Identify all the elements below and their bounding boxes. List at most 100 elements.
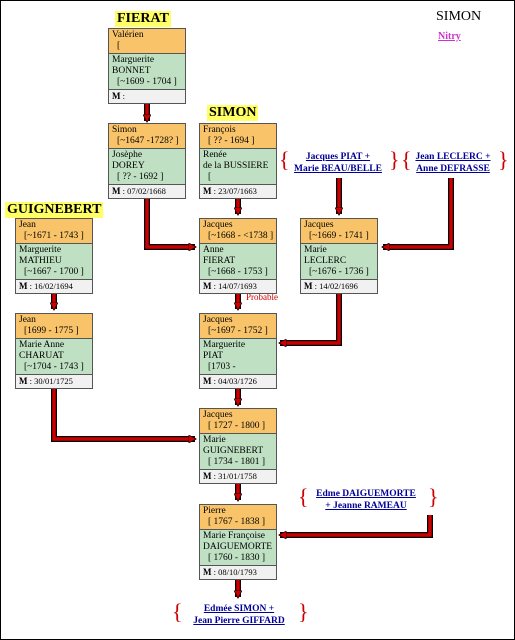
link-line: Anne DEFRASSE [416, 164, 490, 174]
marriage-row: M : 31/01/1758 [200, 470, 276, 483]
marriage-row: M : 08/10/1793 [200, 566, 276, 579]
wife-dates: [~1704 - 1743 ] [24, 362, 84, 372]
wife-dates: [~1667 - 1700 ] [24, 267, 84, 277]
wife-surname: LECLERC [304, 256, 347, 266]
husband-section: Simon [~1647 -1728? ] [109, 124, 185, 149]
place-link-nitry[interactable]: Nitry [438, 31, 461, 42]
husband-section: Jacques [~1669 - 1741 ] [301, 219, 377, 244]
husband-name: Jacques [203, 220, 233, 230]
couple-card-c7: Jean [1699 - 1775 ] Marie Anne CHARUAT [… [15, 313, 93, 389]
marriage-label: M [203, 186, 212, 196]
husband-name: Jacques [304, 220, 334, 230]
husband-dates: [~1668 - <1738 ] [208, 231, 273, 241]
arrow-c7-to-c9 [52, 387, 195, 439]
wife-first-name: Renée [203, 150, 227, 160]
wife-section: Marguerite MATHIEU [~1667 - 1700 ] [16, 244, 92, 280]
marriage-date: : [122, 91, 125, 101]
link-line: Edmée SIMON + [203, 604, 275, 614]
marriage-label: M [203, 281, 212, 291]
marriage-row: M : 14/07/1693 [200, 280, 276, 293]
marriage-row: M : 16/02/1694 [16, 280, 92, 293]
marriage-label: M [112, 186, 121, 196]
wife-dates: [ 1760 - 1830 ] [208, 553, 265, 563]
couple-card-c5: Jacques [~1668 - <1738 ] Anne FIERAT [~1… [199, 218, 277, 294]
wife-dates: [ [208, 172, 212, 182]
arrow-daiguemorte-to-c10 [280, 515, 432, 535]
husband-name: Valérien [112, 30, 144, 40]
wife-dates: [~1668 - 1753 ] [208, 267, 268, 277]
right-brace-descendants: } [298, 599, 309, 624]
husband-section: Jean [1699 - 1775 ] [16, 314, 92, 339]
right-brace-leclerc: } [498, 147, 509, 172]
husband-dates: [ 1767 - 1838 ] [208, 517, 265, 527]
right-brace-piat: } [389, 147, 400, 172]
arrow-leclerc-to-c6 [383, 178, 453, 247]
wife-section: Anne FIERAT [~1668 - 1753 ] [200, 244, 276, 280]
page-title: SIMON [436, 9, 482, 24]
marriage-label: M [203, 567, 212, 577]
marriage-label: M [19, 281, 28, 291]
couple-card-c8: Jacques [~1697 - 1752 ] Marguerite PIAT … [199, 313, 277, 389]
wife-surname: CHARUAT [19, 351, 64, 361]
wife-surname: MATHIEU [19, 256, 62, 266]
wife-surname: BONNET [112, 66, 151, 76]
link-line: Marie BEAU/BELLE [294, 164, 382, 174]
marriage-label: M [203, 471, 212, 481]
husband-dates: [~1697 - 1752 ] [208, 326, 268, 336]
wife-first-name: Marie [304, 245, 327, 255]
wife-section: Marie Anne CHARUAT [~1704 - 1743 ] [16, 339, 92, 375]
husband-name: Jacques [203, 410, 233, 420]
link-line: Edme DAIGUEMORTE [316, 489, 416, 499]
husband-name: Jacques [203, 315, 233, 325]
wife-surname: GUIGNEBERT [203, 446, 264, 456]
link-line: Jacques PIAT + [305, 152, 371, 162]
right-brace-daiguemorte: } [428, 484, 439, 509]
marriage-row: M : 30/01/1725 [16, 375, 92, 388]
husband-dates: [1699 - 1775 ] [24, 326, 79, 336]
marriage-label: M [112, 91, 121, 101]
husband-dates: [~1671 - 1743 ] [24, 231, 84, 241]
link-daiguemorte-parents[interactable]: Edme DAIGUEMORTE + Jeanne RAMEAU [305, 488, 427, 512]
link-leclerc-parents[interactable]: Jean LECLERC + Anne DEFRASSE [408, 151, 498, 175]
family-label-simon: SIMON [207, 105, 259, 121]
wife-dates: [~1676 - 1736 ] [309, 267, 369, 277]
husband-dates: [ ?? - 1694 ] [208, 136, 255, 146]
wife-section: Josèphe DOREY [ ?? - 1692 ] [109, 149, 185, 185]
wife-section: Renée de la BUSSIERE [ [200, 149, 276, 185]
wife-first-name: Marie Anne [19, 340, 65, 350]
wife-surname: DAIGUEMORTE [203, 542, 273, 552]
link-line: Jean Pierre GIFFARD [193, 616, 285, 626]
left-brace-leclerc: { [401, 147, 412, 172]
marriage-row: M : 07/02/1668 [109, 185, 185, 198]
wife-first-name: Josèphe [112, 150, 143, 160]
marriage-date: : 23/07/1663 [213, 186, 257, 196]
husband-section: Jacques [~1668 - <1738 ] [200, 219, 276, 244]
link-piat-parents[interactable]: Jacques PIAT + Marie BEAU/BELLE [286, 151, 390, 175]
wife-section: Marguerite BONNET [~1609 - 1704 ] [109, 54, 185, 90]
marriage-date: : 31/01/1758 [213, 471, 257, 481]
marriage-row: M : [109, 90, 185, 103]
husband-section: Jacques [~1697 - 1752 ] [200, 314, 276, 339]
couple-card-c4: Jean [~1671 - 1743 ] Marguerite MATHIEU … [15, 218, 93, 294]
left-brace-piat: { [279, 147, 290, 172]
wife-first-name: Anne [203, 245, 224, 255]
wife-section: Marie GUIGNEBERT [ 1734 - 1801 ] [200, 434, 276, 470]
link-descendants[interactable]: Edmée SIMON + Jean Pierre GIFFARD [180, 603, 298, 627]
couple-card-c10: Pierre [ 1767 - 1838 ] Marie Françoise D… [199, 504, 277, 580]
husband-name: Pierre [203, 506, 226, 516]
husband-section: Jacques [ 1727 - 1800 ] [200, 409, 276, 434]
left-brace-daiguemorte: { [298, 484, 309, 509]
link-line: + Jeanne RAMEAU [325, 501, 407, 511]
wife-first-name: Marguerite [203, 340, 246, 350]
marriage-date: : 04/03/1726 [213, 376, 257, 386]
wife-dates: [~1609 - 1704 ] [117, 77, 177, 87]
marriage-row: M : 23/07/1663 [200, 185, 276, 198]
husband-dates: [~1669 - 1741 ] [309, 231, 369, 241]
wife-dates: [1703 - [208, 362, 236, 372]
husband-section: Pierre [ 1767 - 1838 ] [200, 505, 276, 530]
marriage-label: M [203, 376, 212, 386]
marriage-label: M [19, 376, 28, 386]
wife-section: Marie Françoise DAIGUEMORTE [ 1760 - 183… [200, 530, 276, 566]
husband-name: Simon [112, 125, 137, 135]
